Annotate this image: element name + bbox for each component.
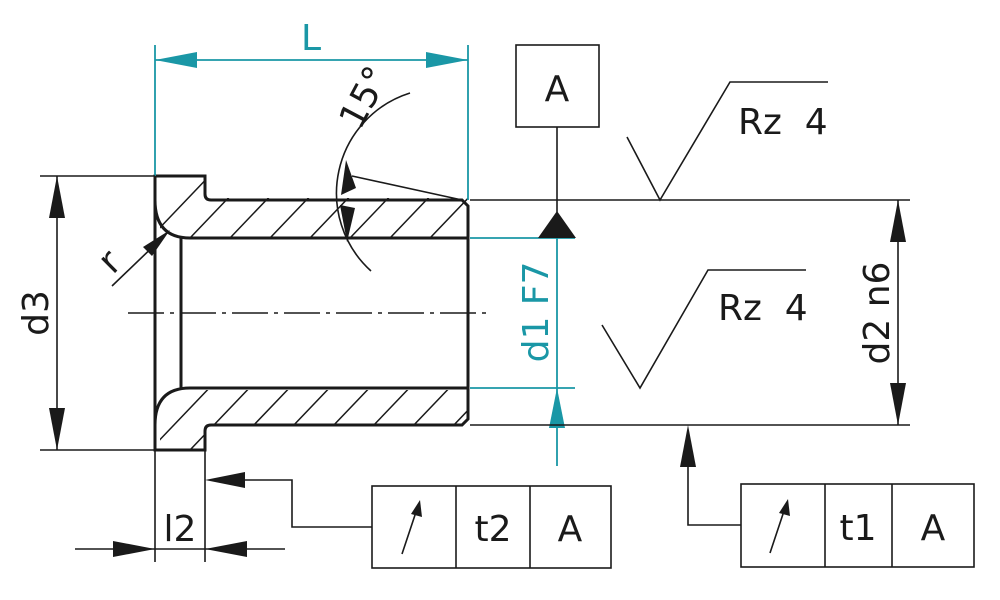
dimension-d3-label: d3 [16, 290, 57, 336]
runout-t1-tolerance: t1 [839, 508, 876, 549]
runout-t2-datum: A [558, 509, 583, 550]
dimension-l2: l2 [75, 450, 285, 562]
dimension-d1-label: d1 F7 [516, 262, 557, 363]
runout-t1-datum: A [921, 508, 946, 549]
dimension-angle: 15° [332, 60, 463, 272]
runout-arrow-icon [401, 500, 422, 555]
dimension-angle-label: 15° [332, 60, 398, 136]
dimension-d3: d3 [16, 175, 155, 451]
part-outer-contour [153, 174, 470, 452]
runout-arrow-icon [769, 499, 790, 554]
dimension-L: L [154, 18, 469, 200]
surface-finish-2-label: Rz 4 [718, 288, 808, 329]
hatching-lower [160, 390, 468, 450]
dimension-radius: r [90, 230, 170, 287]
dimension-radius-label: r [90, 242, 130, 282]
bushing-section [128, 174, 490, 452]
runout-frame-t1: t1 A [680, 425, 975, 568]
dimension-l2-label: l2 [164, 509, 197, 550]
surface-finish-2: Rz 4 [601, 269, 808, 390]
dimension-L-label: L [301, 18, 321, 59]
dimension-d2-label: d2 n6 [857, 262, 898, 365]
hatching-upper [160, 176, 468, 239]
datum-label: A [545, 69, 570, 110]
surface-finish-1-label: Rz 4 [738, 102, 828, 143]
surface-finish-1: Rz 4 [626, 81, 828, 202]
datum-feature-A: A [515, 44, 600, 238]
runout-t2-tolerance: t2 [474, 509, 511, 550]
dimension-d2: d2 n6 [470, 199, 910, 426]
runout-frame-t2: t2 A [205, 472, 612, 569]
dimension-d1: d1 F7 [470, 237, 575, 466]
bore-contour [153, 199, 468, 240]
